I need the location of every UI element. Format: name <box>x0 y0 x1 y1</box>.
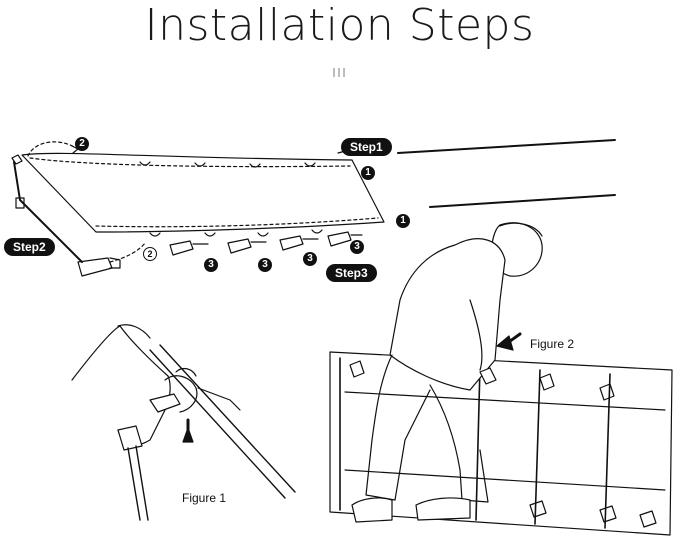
marker-3-d: 3 <box>350 240 364 254</box>
marker-2-bottom: 2 <box>143 247 157 261</box>
page-title: Installation Steps <box>144 0 535 51</box>
marker-3-a: 3 <box>204 258 218 272</box>
cot-fabric-illustration <box>21 152 385 237</box>
step3-label: Step3 <box>326 264 377 282</box>
marker-1-bottom: 1 <box>396 214 410 228</box>
figure1-caption: Figure 1 <box>182 491 227 505</box>
marker-1-top: 1 <box>361 166 375 180</box>
cross-bar-clips <box>169 231 363 256</box>
step1-label: Step1 <box>341 138 392 156</box>
figure2-illustration <box>329 222 673 536</box>
step2-label: Step2 <box>4 238 55 256</box>
marker-3-b: 3 <box>258 258 272 272</box>
frame-leg <box>11 154 121 277</box>
side-rails <box>397 139 616 208</box>
marker-2-top: 2 <box>75 137 89 151</box>
divider-mark <box>333 68 345 77</box>
figure2-caption: Figure 2 <box>530 337 575 351</box>
figure1-illustration <box>71 324 296 521</box>
marker-3-c: 3 <box>303 252 317 266</box>
